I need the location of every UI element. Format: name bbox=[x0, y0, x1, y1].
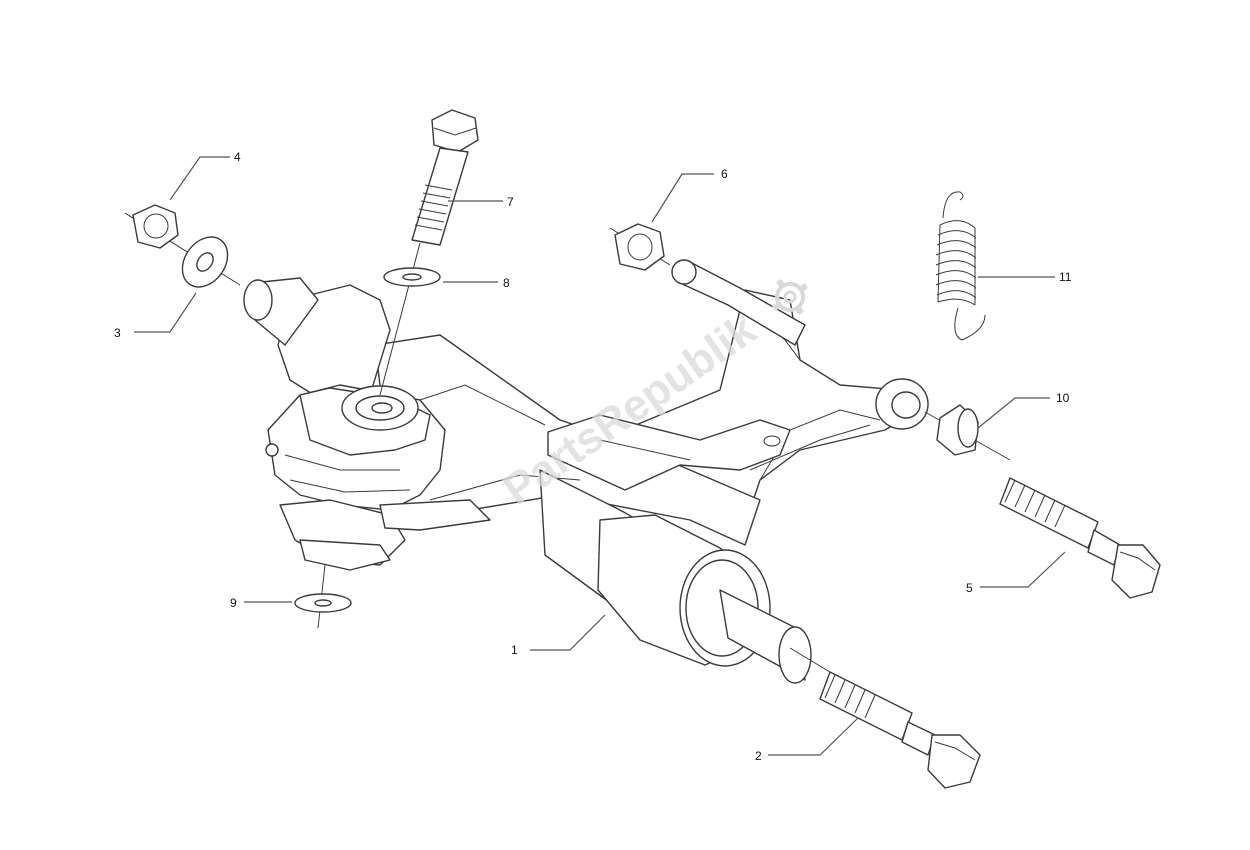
callout-4: 4 bbox=[234, 150, 241, 164]
washer-9 bbox=[294, 564, 352, 629]
bushing-10 bbox=[924, 404, 1011, 461]
bolt-2 bbox=[789, 647, 981, 789]
callout-numbers: 1 2 3 4 5 6 7 8 9 10 11 bbox=[114, 150, 1072, 763]
leader-1 bbox=[530, 614, 606, 651]
callout-11: 11 bbox=[1059, 270, 1072, 284]
bolt-5 bbox=[999, 477, 1161, 599]
spring-11 bbox=[935, 191, 986, 341]
callout-8: 8 bbox=[503, 276, 510, 290]
bolt-7 bbox=[379, 109, 479, 396]
leader-10 bbox=[977, 397, 1050, 429]
callout-3: 3 bbox=[114, 326, 121, 340]
washer-8 bbox=[383, 267, 441, 287]
leader-5 bbox=[980, 551, 1066, 588]
callout-1: 1 bbox=[511, 643, 518, 657]
nut-6 bbox=[609, 223, 671, 271]
callout-2: 2 bbox=[755, 749, 762, 763]
nut-4 bbox=[124, 204, 241, 286]
gear-icon bbox=[771, 278, 809, 316]
swing-arm bbox=[243, 259, 929, 684]
leader-3 bbox=[134, 292, 197, 333]
washer-3 bbox=[181, 236, 229, 288]
callout-5: 5 bbox=[966, 581, 973, 595]
callout-10: 10 bbox=[1056, 391, 1070, 405]
callout-7: 7 bbox=[507, 195, 514, 209]
leader-4 bbox=[169, 156, 230, 201]
leader-6 bbox=[651, 173, 714, 223]
leader-lines bbox=[134, 156, 1066, 756]
callout-6: 6 bbox=[721, 167, 728, 181]
callout-9: 9 bbox=[230, 596, 237, 610]
leader-2 bbox=[768, 717, 859, 756]
